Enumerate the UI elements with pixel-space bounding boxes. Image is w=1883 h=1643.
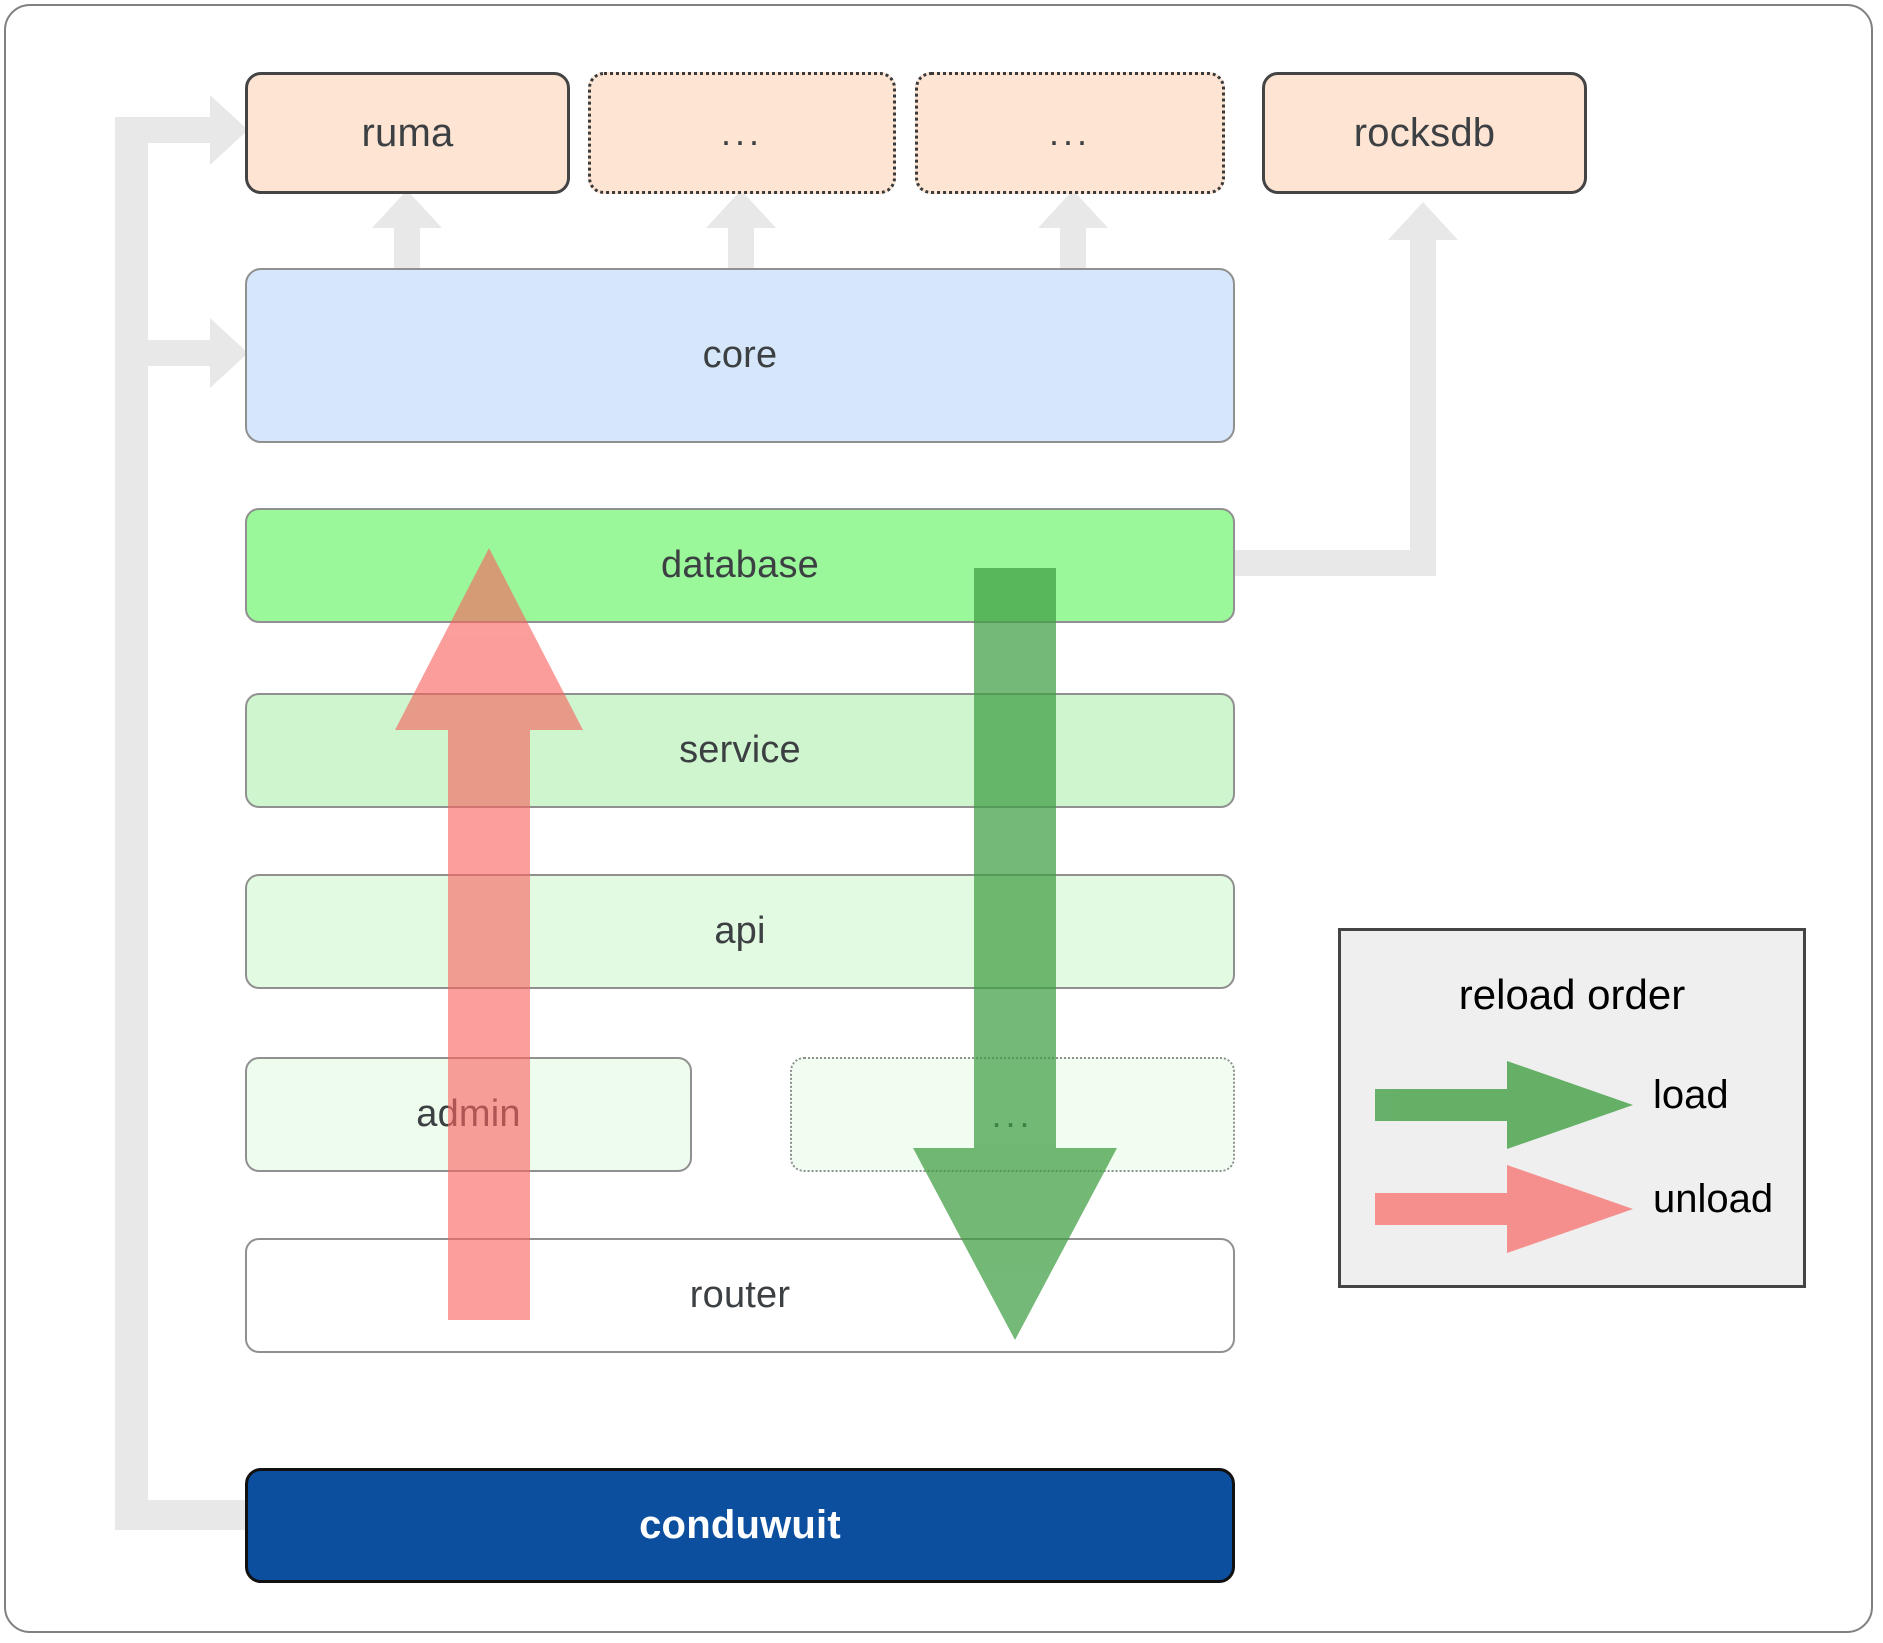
connector-core-to-ruma [372, 190, 442, 268]
layer-box-core[interactable]: core [245, 268, 1235, 443]
connector-database-to-rocksdb [1235, 202, 1458, 576]
connector-core-to-dots1 [706, 190, 776, 268]
load-arrow-icon [1375, 1061, 1633, 1149]
legend-entry-load: load [1341, 1059, 1803, 1149]
root-box-conduwuit[interactable]: conduwuit [245, 1468, 1235, 1583]
layer-box-router[interactable]: router [245, 1238, 1235, 1353]
root-label-conduwuit: conduwuit [639, 1503, 841, 1547]
legend-entry-unload: unload [1341, 1163, 1803, 1253]
dependency-box-ruma[interactable]: ruma [245, 72, 570, 194]
dependency-box-ellipsis-1[interactable]: ... [588, 72, 896, 194]
layer-box-database[interactable]: database [245, 508, 1235, 623]
dependency-box-ellipsis-2[interactable]: ... [915, 72, 1225, 194]
legend-title: reload order [1458, 971, 1686, 1018]
connector-conduwuit-to-deps [115, 95, 248, 1530]
load-arrow [913, 568, 1117, 1340]
connector-core-to-dots2 [1038, 190, 1108, 268]
legend-label-load: load [1653, 1073, 1729, 1117]
legend-panel: reload order load unload [1338, 928, 1806, 1288]
legend-label-unload: unload [1653, 1177, 1774, 1221]
unload-arrow-icon [1375, 1165, 1633, 1253]
unload-arrow [395, 548, 583, 1320]
